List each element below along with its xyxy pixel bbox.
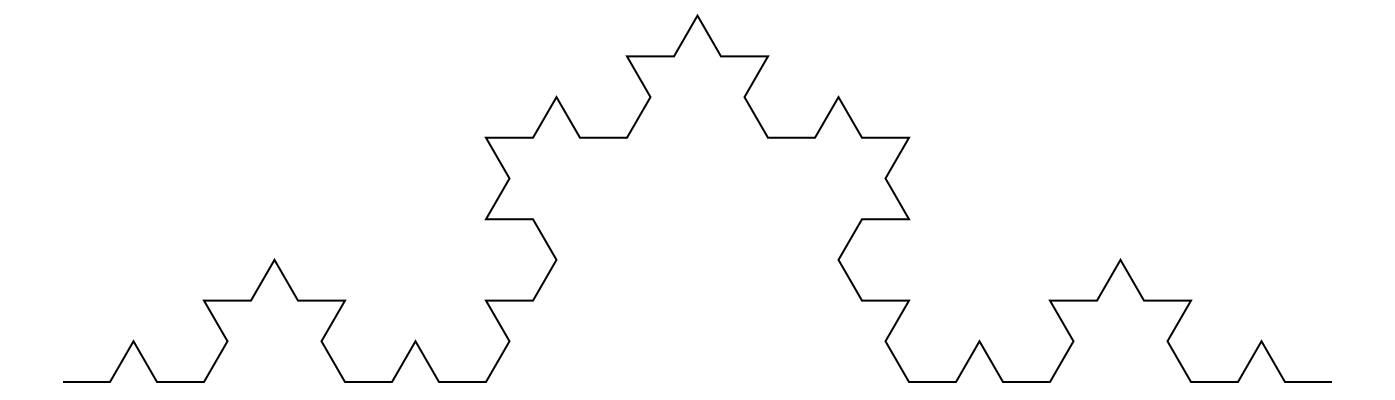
koch-curve-path — [63, 13, 1332, 383]
